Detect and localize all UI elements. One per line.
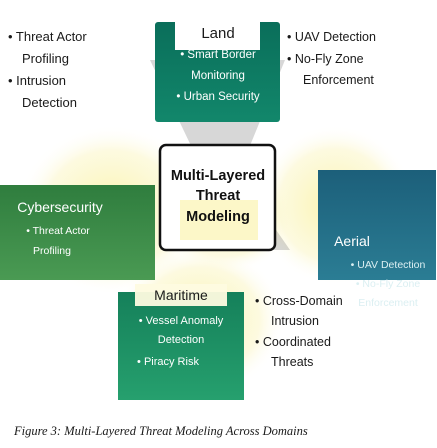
br-note-4: Threats [271, 355, 313, 369]
tr-note-3: Enforcement [303, 73, 374, 87]
br-note-2: Intrusion [271, 314, 319, 328]
center-title-2: Threat [196, 188, 240, 204]
cyber-item-1: • Threat Actor [26, 225, 90, 237]
br-note-1: • Cross-Domain [255, 294, 343, 308]
aerial-item-1: • UAV Detection [351, 259, 426, 271]
land-title-plate [175, 6, 260, 50]
aerial-item-3: Enforcement [358, 297, 418, 309]
tl-note-2: Profiling [22, 51, 69, 66]
cyber-title: Cybersecurity [17, 199, 103, 215]
tr-note-2: • No-Fly Zone [287, 52, 364, 66]
center-title-3: Modeling [186, 209, 250, 225]
maritime-item-1: • Vessel Anomaly [139, 315, 224, 327]
land-item-1: • Smart Border [180, 49, 256, 61]
aerial-item-2: • No-Fly Zone [356, 278, 421, 290]
land-title: Land [201, 25, 234, 42]
figure-caption: Figure 3: Multi-Layered Threat Modeling … [14, 424, 308, 438]
center-title-1: Multi-Layered [171, 168, 265, 184]
center-inner-glow [180, 200, 258, 240]
maritime-title-plate [135, 284, 227, 306]
land-item-3: • Urban Security [176, 91, 260, 103]
aerial-title: Aerial [334, 233, 370, 249]
tl-note-1: • Threat Actor [8, 29, 87, 44]
aerial-box [318, 170, 436, 280]
cyber-box [0, 185, 155, 280]
tl-note-3: • Intrusion [8, 73, 66, 88]
maritime-box [118, 292, 244, 400]
br-note-3: • Coordinated [255, 335, 331, 349]
maritime-item-3: • Piracy Risk [137, 356, 199, 368]
maritime-title: Maritime [154, 287, 208, 303]
tr-note-1: • UAV Detection [287, 30, 376, 44]
land-item-2: Monitoring [191, 70, 245, 82]
maritime-item-2: Detection [158, 334, 204, 346]
cyber-item-2: Profiling [33, 245, 71, 257]
tl-note-4: Detection [22, 95, 77, 110]
